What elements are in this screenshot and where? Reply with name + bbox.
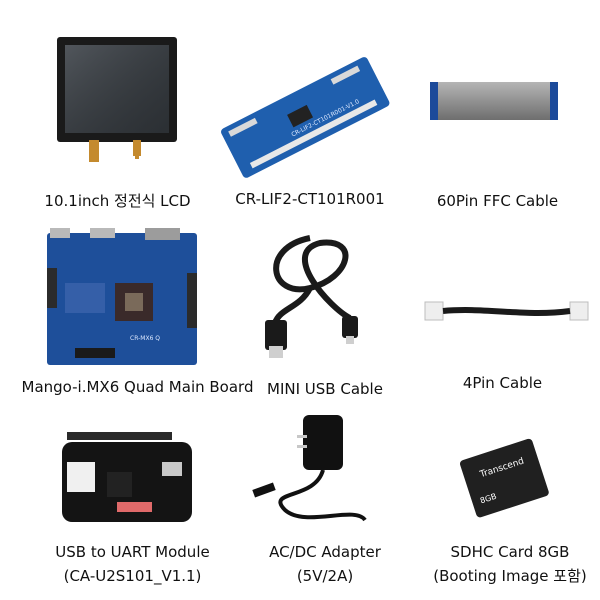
sd-card-label-line2: (Booting Image 포함) bbox=[433, 567, 587, 585]
pin4-cable-label: 4Pin Cable bbox=[462, 374, 543, 392]
ac-adapter-label-line1: AC/DC Adapter bbox=[269, 543, 381, 561]
ffc-cable-image bbox=[430, 82, 558, 120]
uart-module-label-line2: (CA-U2S101_V1.1) bbox=[63, 567, 202, 585]
adapter-board-label: CR-LIF2-CT101R001 bbox=[235, 190, 385, 208]
usb-cable-image bbox=[265, 235, 358, 358]
lcd-panel-image bbox=[57, 37, 177, 162]
ac-adapter-image bbox=[252, 415, 367, 522]
sd-card-image: Transcend 8GB bbox=[460, 438, 549, 518]
sd-card-label-line1: SDHC Card 8GB bbox=[450, 543, 570, 561]
adapter-board-image: CR-LIF2-CT101R001-V1.0 bbox=[221, 57, 390, 178]
main-board-silkscreen: CR-MX6 Q bbox=[130, 335, 160, 342]
pin4-cable-image bbox=[424, 301, 589, 321]
uart-module-image bbox=[62, 432, 192, 522]
main-board-image: CR-MX6 Q bbox=[47, 228, 197, 365]
usb-cable-label: MINI USB Cable bbox=[267, 380, 383, 398]
uart-module-label-line1: USB to UART Module bbox=[55, 543, 210, 561]
main-board-label: Mango-i.MX6 Quad Main Board bbox=[21, 378, 254, 396]
ac-adapter-label-line2: (5V/2A) bbox=[296, 567, 354, 585]
ffc-cable-label: 60Pin FFC Cable bbox=[436, 192, 559, 210]
lcd-label: 10.1inch 정전식 LCD bbox=[44, 192, 191, 210]
